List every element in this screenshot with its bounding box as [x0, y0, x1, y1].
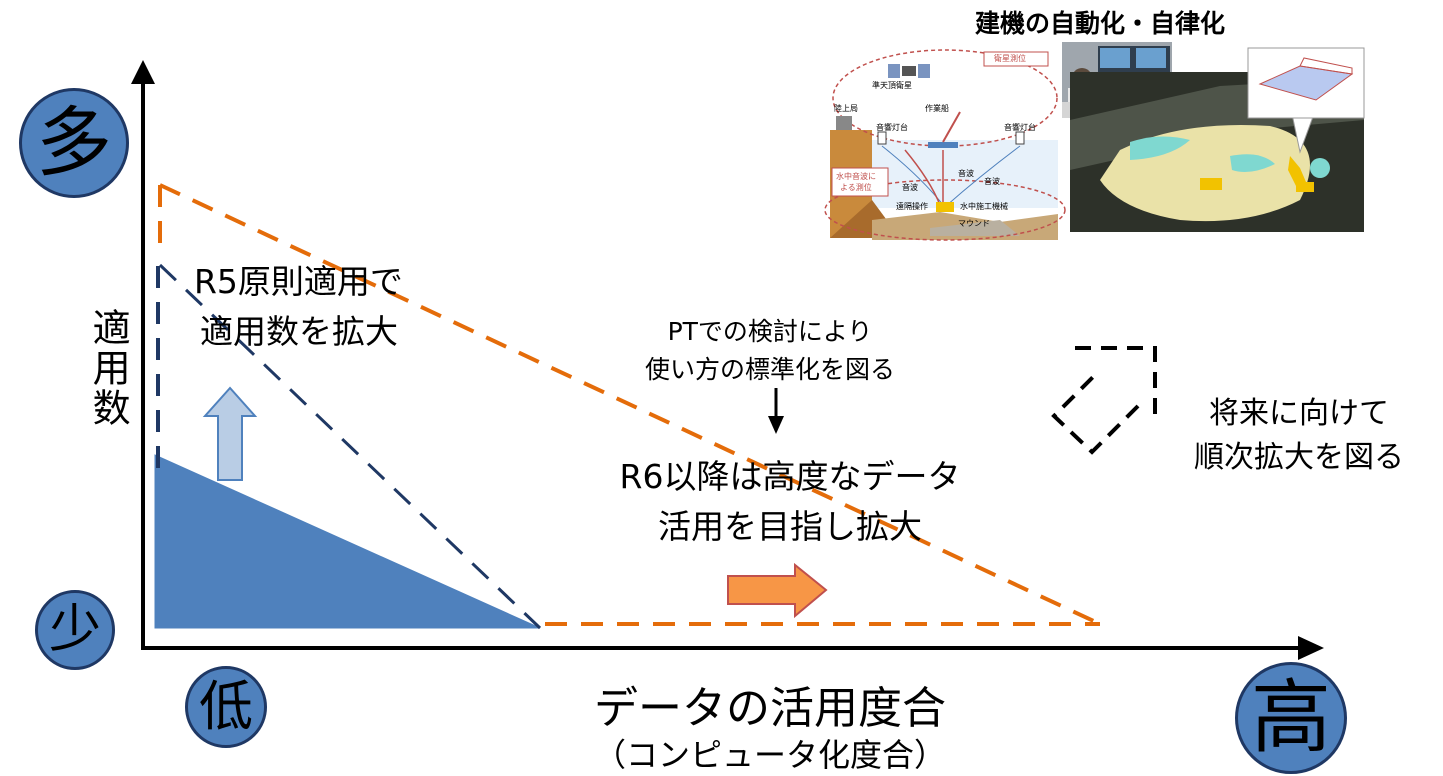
x-axis-high-marker: 高: [1235, 662, 1347, 774]
satellite-label: 準天頂衛星: [872, 81, 912, 90]
r6-note-line1: R6以降は高度なデータ: [619, 457, 961, 496]
x-axis-high-label: 高: [1251, 671, 1331, 764]
pt-note-line2: 使い方の標準化を図る: [644, 355, 895, 384]
future-note-line2: 順次拡大を図る: [1194, 440, 1404, 475]
left-beacon-label: 音響灯台: [876, 123, 908, 132]
right-beacon-label: 音響灯台: [1004, 123, 1036, 132]
acoustic-positioning-label-2: よる測位: [840, 183, 872, 192]
future-note-line1: 将来に向けて: [1209, 396, 1389, 431]
y-axis-title-text: 適用数: [86, 308, 131, 428]
remote-operation-label: 遠隔操作: [896, 202, 928, 211]
sound-wave-label-2: 音波: [902, 183, 918, 192]
y-axis-title: 適用数: [44, 308, 172, 428]
y-axis-high-marker: 多: [19, 88, 129, 198]
up-arrow-icon: [202, 386, 258, 481]
right-arrow-icon: [727, 562, 828, 619]
r5-hypotenuse: [158, 263, 542, 630]
sound-wave-label-3: 音波: [984, 177, 1000, 186]
x-axis-low-marker: 低: [185, 666, 267, 748]
work-ship-label: 作業船: [925, 104, 949, 113]
current-application-area: [154, 454, 541, 629]
y-axis-low-marker: 少: [35, 590, 115, 670]
mound-label: マウンド: [958, 219, 990, 228]
y-axis-arrowhead: [131, 60, 155, 84]
top-caption: 建機の自動化・自律化: [974, 9, 1225, 38]
land-station-label: 陸上局: [834, 104, 858, 113]
x-axis-title: データの活用度合: [594, 683, 946, 734]
x-axis-low-label: 低: [199, 675, 253, 738]
dashed-diagonal-arrow-icon: [1051, 346, 1157, 455]
y-axis-high-label: 多: [36, 98, 112, 187]
underwater-machine-label: 水中施工機械: [960, 202, 1008, 211]
x-axis-subtitle: （コンピュータ化度合）: [593, 736, 946, 774]
pt-note-line1: PTでの検討により: [667, 317, 873, 346]
autonomous-machinery-photo: [1062, 42, 1365, 232]
x-axis-arrowhead: [1298, 636, 1324, 660]
sound-wave-label-1: 音波: [958, 169, 974, 178]
down-arrow-icon: [768, 388, 784, 434]
r6-hypotenuse: [159, 183, 1101, 626]
r5-note-line1: R5原則適用で: [194, 262, 403, 301]
y-axis-low-label: 少: [48, 600, 101, 660]
underwater-construction-illustration: [824, 42, 1066, 241]
positioning-label: 衛星測位: [994, 54, 1026, 63]
acoustic-positioning-label-1: 水中音波に: [836, 172, 876, 181]
r5-note-line2: 適用数を拡大: [200, 312, 398, 351]
r6-note-line2: 活用を目指し拡大: [658, 507, 922, 546]
